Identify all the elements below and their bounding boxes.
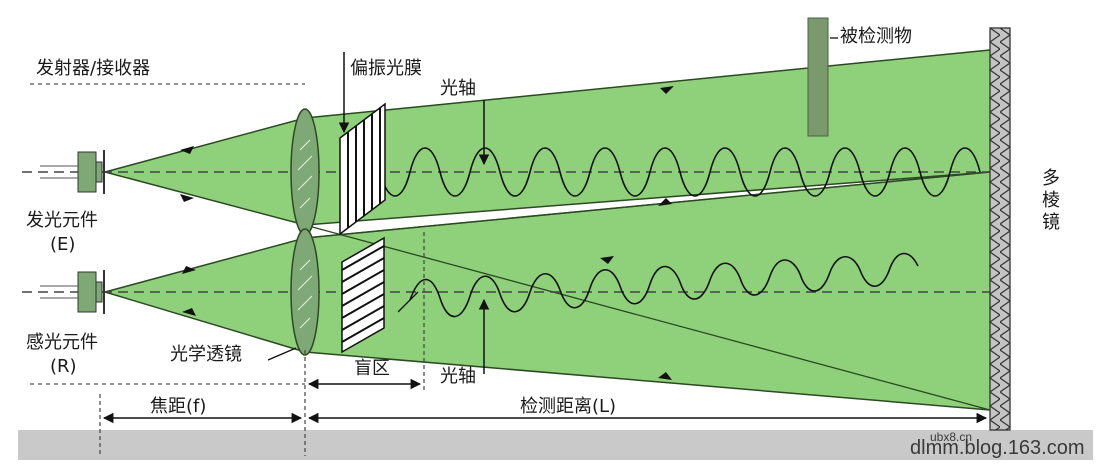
- receive-element-label: 感光元件: [26, 332, 98, 353]
- prism-label: 多棱镜: [1039, 168, 1060, 234]
- polarizer-bottom-pointer: [397, 291, 419, 313]
- lens-pointer: [267, 347, 297, 361]
- emitter-element-icon: [40, 150, 105, 194]
- optical-lens-label: 光学透镜: [170, 344, 242, 365]
- beam-crossing-line-2: [304, 171, 991, 239]
- lens-hatching: [297, 139, 313, 329]
- blind-zone-label: 盲区: [354, 358, 390, 379]
- optical-axis-label-top: 光轴: [440, 78, 476, 99]
- object-label: 被检测物: [840, 26, 912, 47]
- lens-bottom: [290, 228, 320, 356]
- receive-element-code: (R): [50, 356, 77, 377]
- dimension-markers: [99, 232, 425, 456]
- optical-axis-label-bottom: 光轴: [440, 366, 476, 387]
- watermark-blog: dlmm.blog.163.com: [910, 437, 1085, 459]
- lens-top: [290, 108, 320, 236]
- prism-reflector: [989, 27, 1011, 431]
- emit-element-label: 发光元件: [26, 210, 98, 231]
- polarizer-filter-bottom: [341, 236, 385, 354]
- watermark-site: ubx8.cn: [930, 430, 973, 444]
- beam-crossing-line: [304, 224, 991, 411]
- detected-object: [807, 17, 829, 137]
- emitter-receiver-label: 发射器/接收器: [36, 58, 151, 79]
- ground-strip: [18, 430, 1093, 460]
- emit-element-code: (E): [50, 234, 76, 255]
- detect-distance-label: 检测距离(L): [520, 396, 617, 417]
- polarizer-label: 偏振光膜: [350, 58, 422, 79]
- beam-direction-arrows: [180, 86, 674, 380]
- emitter-receiver-box: [30, 83, 305, 385]
- focal-length-label: 焦距(f): [150, 396, 207, 417]
- polarized-wave-bottom: [409, 252, 919, 318]
- receiver-element-icon: [40, 270, 105, 314]
- polarizer-filter-top: [339, 102, 386, 236]
- polarized-wave-top: [349, 147, 981, 197]
